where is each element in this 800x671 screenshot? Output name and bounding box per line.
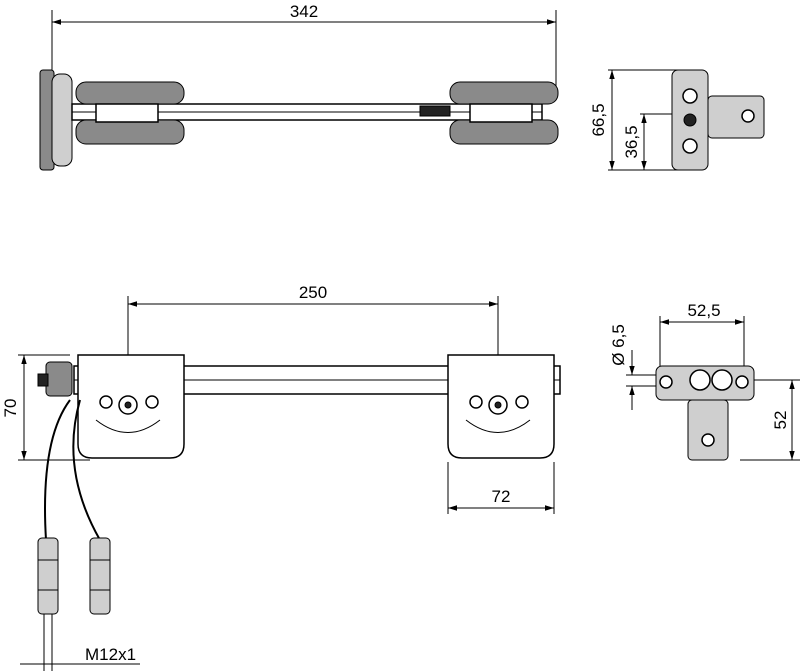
front-knob-stem — [37, 373, 49, 387]
dim-label-52: 52 — [771, 411, 790, 430]
connector-right — [89, 537, 111, 615]
connector-left — [37, 537, 59, 615]
side-view: 66,5 36,5 — [589, 69, 765, 171]
cable-right — [72, 399, 101, 541]
dim-label-m12: M12x1 — [85, 645, 136, 664]
bracket-right-bottom — [449, 119, 559, 145]
dim-label-342: 342 — [290, 2, 318, 21]
end-arm — [687, 399, 729, 461]
dim-label-d6-5: Ø 6,5 — [609, 324, 628, 366]
dim-label-72: 72 — [492, 487, 511, 506]
front-view: 250 70 72 — [1, 283, 561, 671]
dim-label-250: 250 — [299, 283, 327, 302]
side-arm — [707, 95, 765, 139]
bracket-right-top — [449, 81, 559, 105]
top-view: 342 — [39, 2, 559, 171]
dim-label-36-5: 36,5 — [622, 125, 641, 158]
bracket-left-clamp — [95, 103, 159, 123]
cable-left — [44, 399, 71, 541]
bracket-right-clamp — [469, 103, 533, 123]
bracket-left-bottom — [75, 119, 185, 145]
dim-label-52-5: 52,5 — [687, 301, 720, 320]
rail-marker — [419, 105, 451, 117]
dim-label-70: 70 — [1, 399, 20, 418]
end-view: 52,5 Ø 6,5 52 — [609, 301, 800, 461]
bracket-left-top — [75, 81, 185, 105]
front-knob — [45, 361, 73, 397]
knob-cap — [51, 73, 73, 167]
dim-label-66-5: 66,5 — [589, 103, 608, 136]
